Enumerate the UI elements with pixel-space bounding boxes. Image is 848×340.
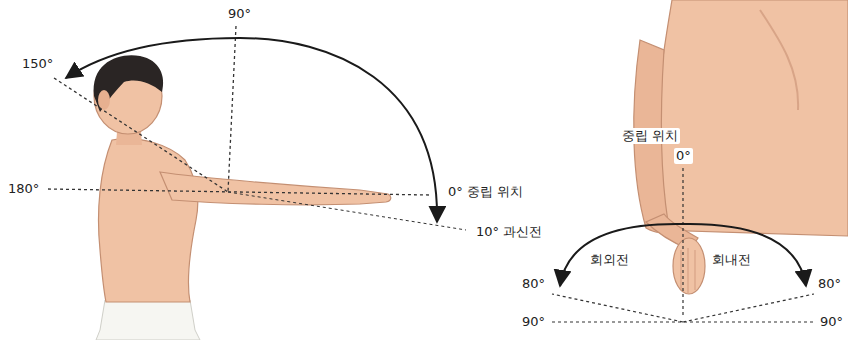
supination-line: [552, 294, 683, 322]
man-figure: [94, 55, 391, 340]
reference-lines: [48, 26, 466, 230]
flexion-line: [54, 78, 228, 192]
pronation-line: [683, 294, 814, 322]
back-figure: [634, 0, 848, 294]
motion-label: 회외전: [588, 252, 631, 268]
rotation-lines: [552, 168, 815, 322]
position-label: 중립 위치: [620, 128, 680, 144]
ear: [98, 90, 110, 110]
position-label: 0° 중립 위치: [446, 184, 525, 200]
angle-label: 0°: [674, 148, 693, 164]
angle-label: 180°: [6, 181, 41, 197]
angle-label: 90°: [226, 6, 253, 22]
horizontal-line: [552, 321, 815, 322]
motion-arc: [66, 38, 437, 222]
hand: [673, 238, 705, 294]
motion-label: 회내전: [710, 252, 753, 268]
hair: [94, 55, 164, 112]
angle-label: 150°: [20, 56, 55, 72]
angle-label: 80°: [816, 276, 843, 292]
angle-label: 80°: [520, 276, 547, 292]
angle-label: 90°: [520, 314, 547, 330]
vertical-line: [682, 168, 683, 318]
extension-line: [228, 192, 466, 230]
position-label: 10° 과신전: [474, 224, 544, 240]
scapula-shade: [760, 10, 798, 110]
angle-label: 90°: [818, 314, 845, 330]
rotation-arc: [560, 224, 806, 286]
torso: [99, 139, 198, 302]
neutral-line: [48, 189, 430, 195]
vertical-line: [228, 26, 236, 192]
pants: [96, 300, 200, 340]
